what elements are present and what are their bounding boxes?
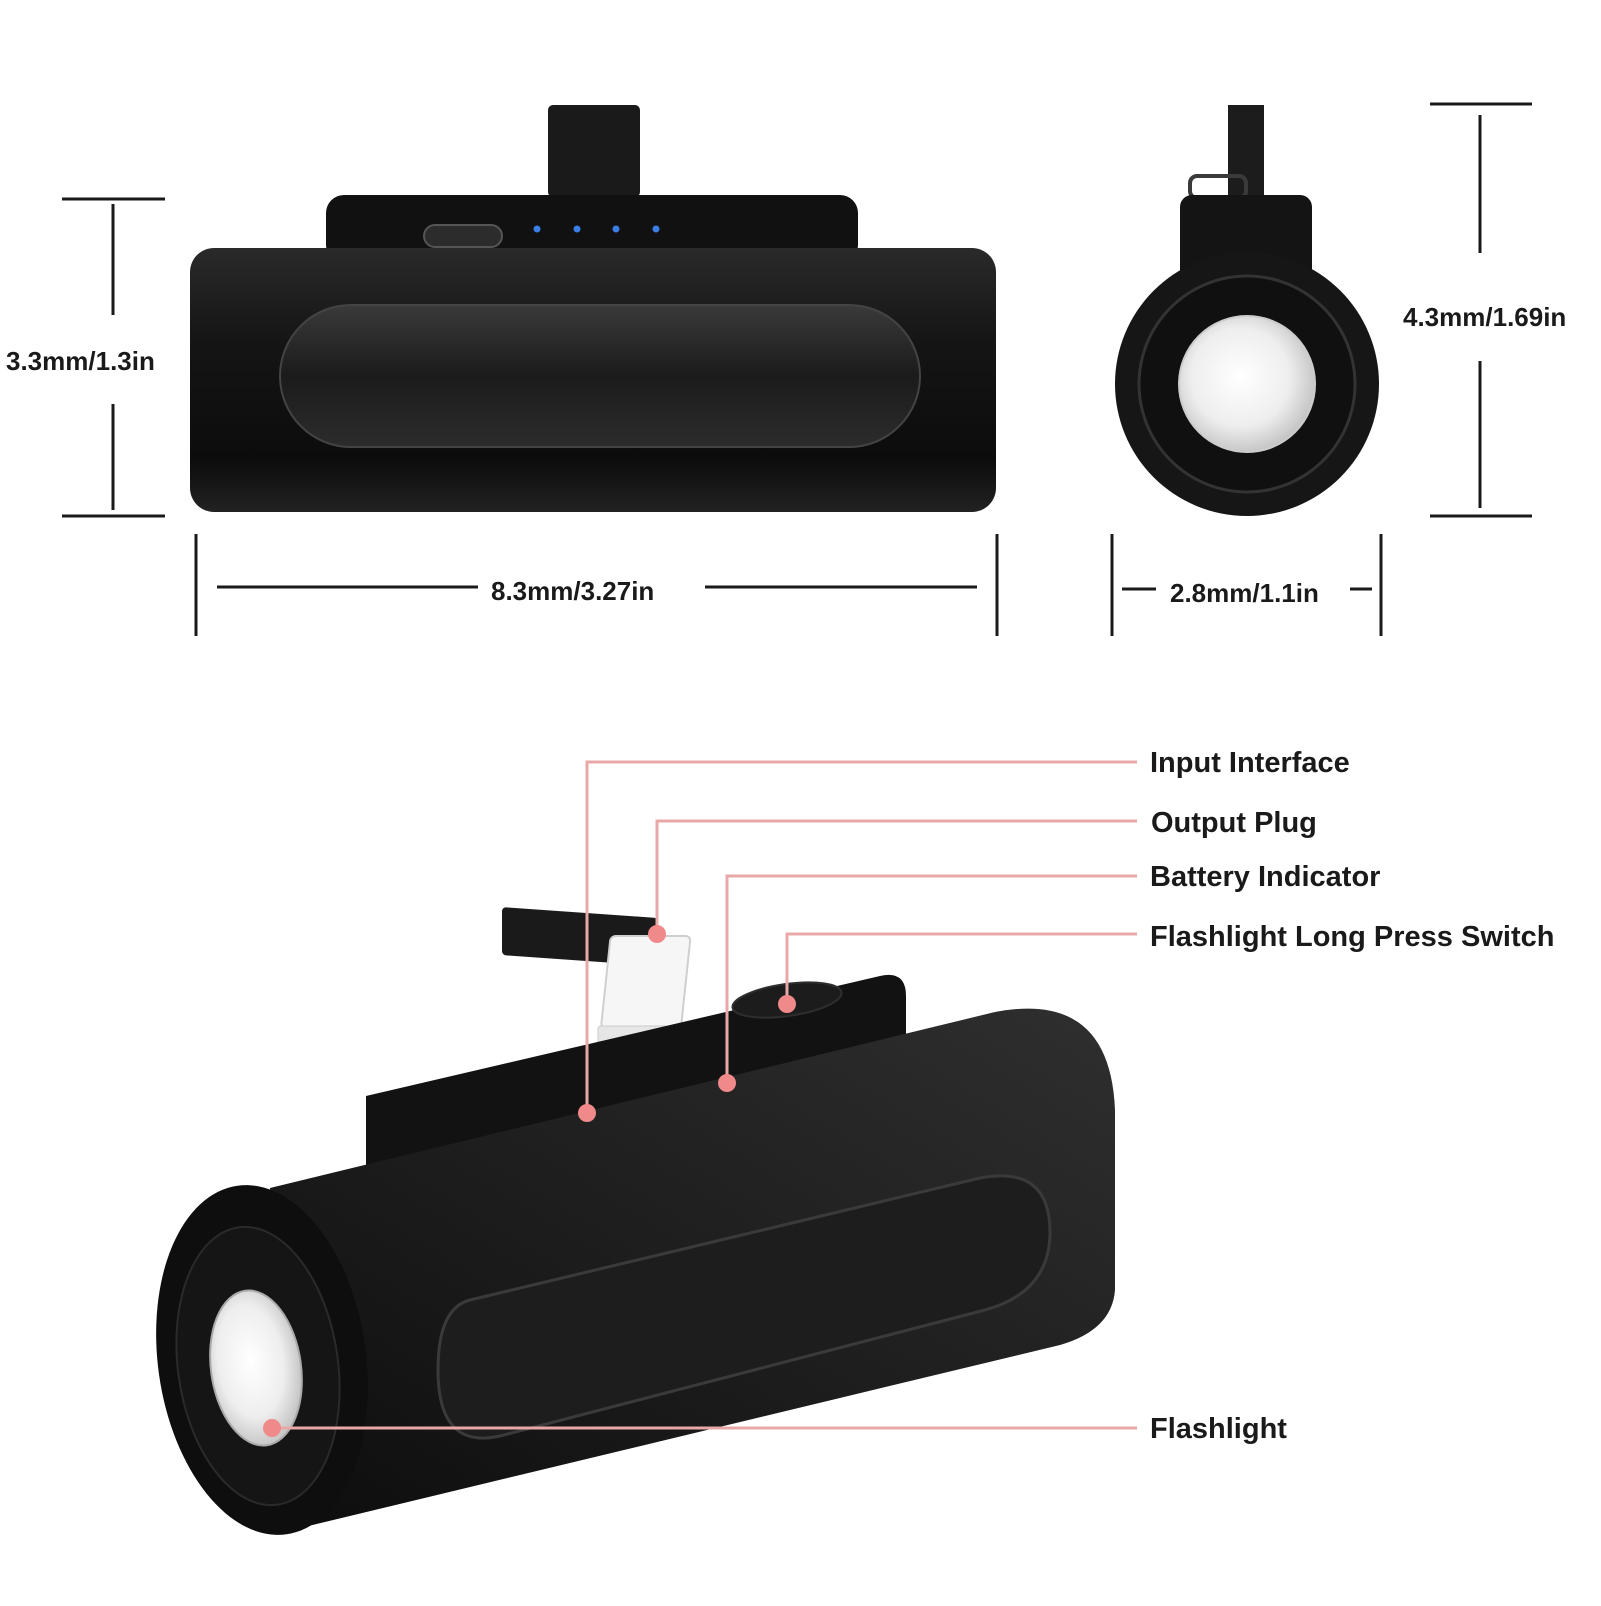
angled-output-plug [600,935,692,1029]
end-view [1115,105,1379,516]
callout-battery-indicator: Battery Indicator [1150,861,1381,893]
end-height-dimension-label: 4.3mm/1.69in [1403,302,1567,332]
battery-led-4 [652,225,660,233]
dot-battery-indicator [718,1074,736,1092]
end-lens [1178,315,1316,453]
angled-view [156,907,1115,1535]
length-dimension-label: 8.3mm/3.27in [491,576,655,606]
front-grip-pad [279,304,921,448]
end-width-dimension-label: 2.8mm/1.1in [1170,578,1319,608]
callout-flashlight-switch: Flashlight Long Press Switch [1150,921,1555,953]
front-plug-cable [548,105,640,197]
height-dimension-label: 3.3mm/1.3in [6,346,155,376]
battery-led-3 [612,225,620,233]
front-battery-leds [533,225,660,233]
angled-lens [209,1289,303,1447]
usb-c-port [423,224,503,248]
battery-led-2 [573,225,581,233]
dot-output-plug [648,925,666,943]
dot-flashlight-switch [778,995,796,1013]
leader-battery-indicator [725,874,1137,1082]
dot-input-interface [578,1104,596,1122]
callout-flashlight: Flashlight [1150,1413,1287,1445]
leader-input-interface [585,760,1137,1112]
dimension-lines [62,102,1532,636]
front-view [190,105,996,512]
angled-grip-pad [436,1174,1052,1440]
callout-output-plug: Output Plug [1151,807,1317,839]
leader-dots [263,925,796,1437]
dot-flashlight [263,1419,281,1437]
battery-led-1 [533,225,541,233]
callout-input-interface: Input Interface [1150,747,1350,779]
leader-lines [272,760,1137,1430]
leader-flashlight-switch [785,932,1137,1004]
leader-output-plug [655,819,1137,934]
